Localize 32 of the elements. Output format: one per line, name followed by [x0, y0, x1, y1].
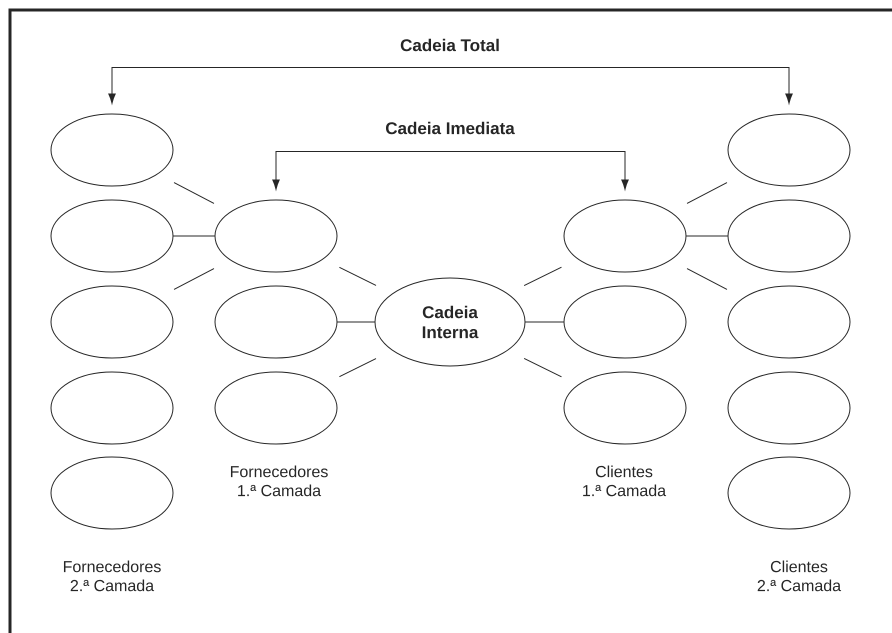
column-caption: Fornecedores 2.ª Camada	[64, 560, 161, 592]
bracket-arrow	[272, 151, 629, 190]
connector-line	[174, 268, 214, 290]
chain-ellipse	[214, 286, 338, 358]
chain-ellipse	[728, 286, 850, 358]
connector-line	[338, 358, 377, 378]
chain-ellipse	[728, 372, 850, 444]
chain-ellipse	[50, 114, 174, 186]
chain-ellipse	[728, 200, 850, 272]
column-caption: Fornecedores 1.ª Camada	[230, 466, 328, 496]
chain-ellipse	[214, 372, 338, 444]
bracket-arrow	[108, 67, 793, 104]
connector-line	[686, 268, 728, 290]
chain-ellipse	[50, 456, 174, 530]
chain-ellipse	[50, 286, 174, 358]
chain-ellipse	[564, 200, 686, 272]
bracket-label: Cadeia Total	[400, 38, 499, 52]
connector-line	[524, 266, 562, 286]
chain-ellipse	[564, 286, 686, 358]
bracket-label: Cadeia Imediata	[386, 122, 515, 134]
connector-line	[338, 266, 377, 286]
connector-line	[686, 182, 728, 204]
connector-line	[174, 182, 214, 204]
connector-line	[524, 358, 562, 378]
chain-ellipse	[728, 114, 850, 186]
column-caption: Clientes 2.ª Camada	[758, 560, 842, 592]
chain-ellipse	[50, 372, 174, 444]
chain-ellipse	[564, 372, 686, 444]
chain-ellipse	[728, 456, 850, 530]
chain-ellipse	[214, 200, 338, 272]
chain-ellipse	[50, 200, 174, 272]
column-caption: Clientes 1.ª Camada	[583, 466, 666, 496]
